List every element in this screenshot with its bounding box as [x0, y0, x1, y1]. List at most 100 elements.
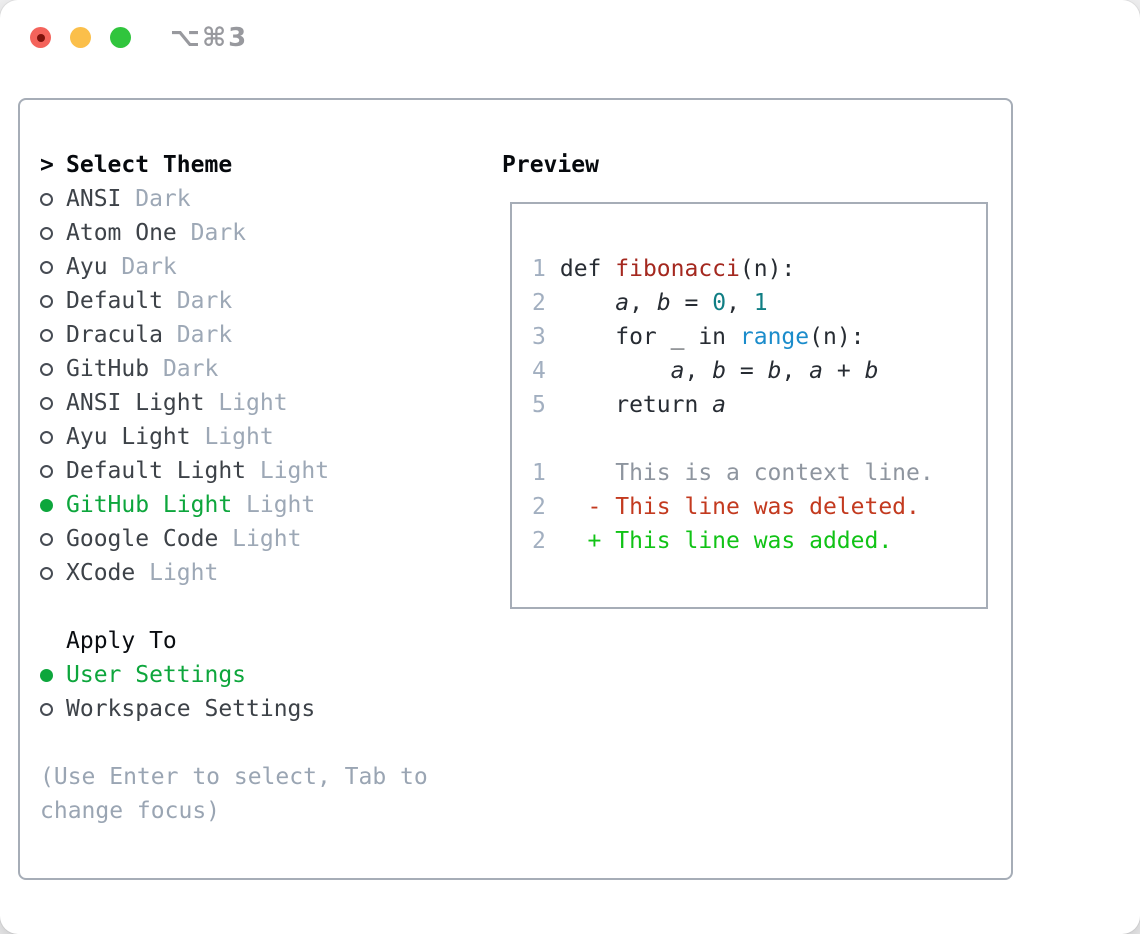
code-text: a, b = b, a + b	[546, 354, 879, 388]
theme-option-github-light[interactable]: GitHub Light Light	[40, 488, 492, 522]
code-token: ,	[726, 290, 754, 316]
theme-name: Ayu	[66, 254, 108, 280]
code-token: def	[546, 256, 616, 282]
radio-cell	[40, 328, 66, 342]
code-line	[532, 422, 986, 456]
radio-icon	[40, 328, 53, 342]
theme-name: GitHub Light	[66, 492, 233, 518]
code-token: a	[670, 358, 685, 384]
code-token	[546, 358, 671, 384]
code-text: a, b = 0, 1	[546, 286, 767, 320]
theme-option-ayu-light[interactable]: Ayu Light Light	[40, 420, 492, 454]
theme-option-label: Google Code Light	[66, 522, 301, 556]
code-line: 4 a, b = b, a + b	[532, 354, 986, 388]
code-token: a	[615, 290, 630, 316]
theme-kind: Dark	[149, 356, 219, 382]
radio-icon	[40, 226, 53, 240]
theme-kind: Light	[218, 526, 302, 552]
theme-name: Default Light	[66, 458, 247, 484]
code-token: b	[767, 358, 782, 384]
radio-cell	[40, 464, 66, 478]
close-button[interactable]	[30, 27, 51, 48]
preview-title: Preview	[502, 152, 599, 178]
radio-cell	[40, 532, 66, 546]
apply-option-user-settings[interactable]: User Settings	[40, 658, 492, 692]
theme-kind: Light	[135, 560, 219, 586]
radio-icon	[40, 702, 53, 716]
code-line: 5 return a	[532, 388, 986, 422]
theme-option-xcode[interactable]: XCode Light	[40, 556, 492, 590]
radio-cell	[40, 396, 66, 410]
theme-option-ayu[interactable]: Ayu Dark	[40, 250, 492, 284]
code-token	[546, 290, 615, 316]
theme-name: XCode	[66, 560, 136, 586]
theme-option-label: GitHub Dark	[66, 352, 218, 386]
code-token: ,	[781, 358, 810, 384]
theme-kind: Light	[246, 458, 330, 484]
prompt-icon: >	[40, 152, 54, 178]
radio-cell	[40, 294, 66, 308]
theme-kind: Dark	[162, 322, 233, 348]
code-token: This is a context line.	[546, 460, 934, 486]
radio-icon	[40, 532, 53, 546]
theme-kind: Dark	[121, 186, 191, 212]
theme-option-label: Default Dark	[66, 284, 232, 318]
code-text: + This line was added.	[546, 524, 893, 558]
radio-cell	[40, 702, 66, 716]
theme-option-atom-one[interactable]: Atom One Dark	[40, 216, 492, 250]
theme-name: Google Code	[66, 526, 219, 552]
radio-cell	[40, 192, 66, 206]
line-number: 3	[532, 324, 546, 350]
theme-option-label: Default Light Light	[66, 454, 329, 488]
radio-icon	[40, 362, 53, 376]
theme-option-ansi[interactable]: ANSI Dark	[40, 182, 492, 216]
theme-kind: Light	[190, 424, 274, 450]
select-theme-label: Select Theme	[66, 152, 233, 178]
zoom-button[interactable]	[110, 27, 131, 48]
theme-option-label: Ayu Light Light	[66, 420, 274, 454]
theme-name: ANSI Light	[66, 390, 205, 416]
theme-option-default[interactable]: Default Dark	[40, 284, 492, 318]
line-number: 1	[532, 256, 546, 282]
theme-option-github[interactable]: GitHub Dark	[40, 352, 492, 386]
minimize-button[interactable]	[70, 27, 91, 48]
theme-option-label: ANSI Light Light	[66, 386, 288, 420]
code-text: for _ in range(n):	[546, 320, 864, 354]
line-number: 1	[532, 460, 546, 486]
theme-option-label: Atom One Dark	[66, 216, 246, 250]
code-token: 0	[712, 290, 727, 316]
code-token: a	[712, 392, 727, 418]
theme-kind: Dark	[162, 288, 233, 314]
code-token: fibonacci	[615, 256, 740, 282]
code-token: + This line was added.	[546, 528, 893, 554]
radio-icon	[40, 430, 53, 444]
code-token: - This line was deleted.	[546, 494, 920, 520]
code-token: range	[739, 324, 810, 350]
theme-name: ANSI	[66, 186, 122, 212]
radio-cell	[40, 260, 66, 274]
spacer-row	[40, 726, 492, 760]
code-line: 2 + This line was added.	[532, 524, 986, 558]
code-line: 1 This is a context line.	[532, 456, 986, 490]
radio-icon	[40, 260, 53, 274]
radio-icon	[40, 192, 53, 206]
radio-cell	[40, 362, 66, 376]
theme-option-google-code[interactable]: Google Code Light	[40, 522, 492, 556]
theme-option-dracula[interactable]: Dracula Dark	[40, 318, 492, 352]
apply-to-header: Apply To	[40, 624, 492, 658]
code-text: return a	[546, 388, 726, 422]
apply-option-workspace-settings[interactable]: Workspace Settings	[40, 692, 492, 726]
radio-cell	[40, 498, 66, 512]
radio-cell	[40, 430, 66, 444]
code-token: b	[864, 358, 879, 384]
theme-option-ansi-light[interactable]: ANSI Light Light	[40, 386, 492, 420]
radio-cell	[40, 566, 66, 580]
hint-line-2: change focus)	[40, 798, 221, 824]
theme-kind: Dark	[176, 220, 247, 246]
code-text: - This line was deleted.	[546, 490, 920, 524]
theme-name: GitHub	[66, 356, 150, 382]
theme-option-default-light[interactable]: Default Light Light	[40, 454, 492, 488]
